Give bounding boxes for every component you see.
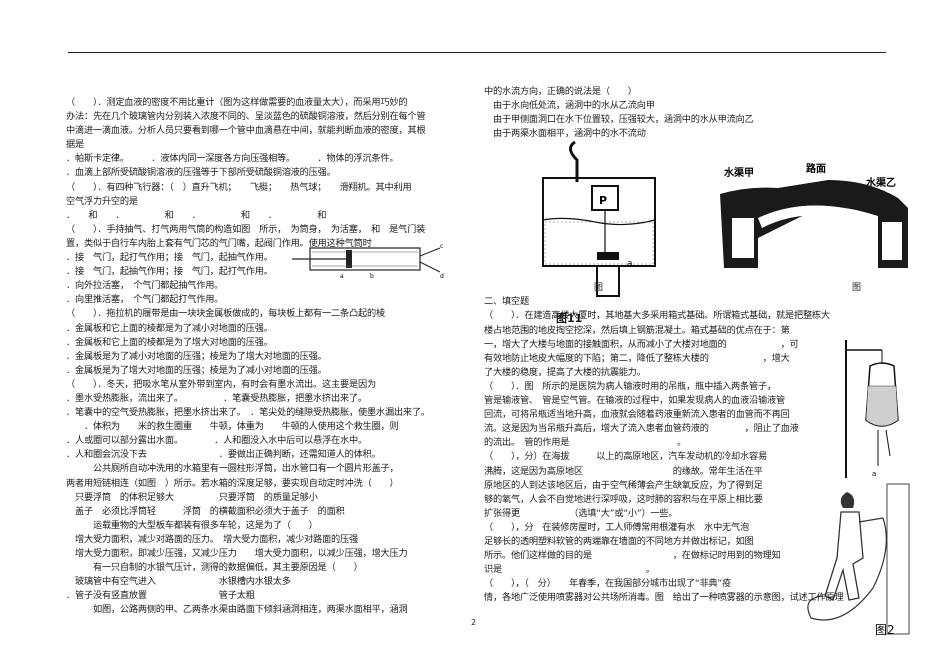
left-column-line: 有一只自制的水银气压计，测得的数据偏低，其主要原因是（ ）: [66, 562, 363, 574]
left-column-line: ．接 气门，起打气作用；接 气门，起抽气作用。: [66, 252, 273, 264]
fill-in-question-line: 原地区的人到达该地区后，由于空气稀薄会产生缺氧反应，为了得到足: [484, 479, 763, 491]
canal-b-label: 水渠乙: [865, 176, 896, 189]
outlet-label: a: [627, 259, 633, 269]
canal-figure: 水渠甲 路面 水渠乙: [720, 162, 908, 268]
fill-in-question-line: （ ），（ 分） 年春季，在我国部分城市出现了“非典”疫: [484, 578, 731, 590]
header-rule: [68, 52, 886, 53]
fill-in-question-line: 识是 。: [484, 564, 655, 576]
left-column-line: ．管子没有竖直放置 管子太粗: [66, 590, 255, 602]
left-column-line: 运载重物的大型板车都装有很多车轮，这是为了（ ）: [66, 519, 318, 531]
svg-text:d: d: [440, 273, 444, 280]
left-column-line: （ ）．有四种飞行器：（ ）直升飞机； 飞艇； 热气球； 滑翔机。其中利用: [66, 181, 412, 193]
left-column-line: ．金属板是为了增大对地面的压强；棱是为了减小对地面的压强。: [66, 364, 327, 376]
left-column: （ ）．测定血液的密度不用比重计（图为这样做需要的血液量太大），而采用巧妙的办法…: [66, 96, 471, 617]
fill-in-question-line: 了大楼的稳度，提高了大楼的抗震能力。: [484, 366, 646, 378]
fill-in-question-line: （ ）．在建造高楼大厦时，其地基大多采用箱式基础。所谓箱式基础，就是把整栋大: [484, 310, 830, 322]
fill-in-question-line: 情，各地广泛使用喷雾器对公共场所消毒。图 给出了一种喷雾器的示意图，试述工作原理: [484, 592, 844, 604]
left-column-line: ．帕斯卡定律。 ．液体内同一深度各方向压强相等。 ．物体的浮沉条件。: [66, 153, 399, 165]
fill-in-question-line: 回流，可将吊瓶适当地升高，血液就会随着药液重新流入患者的血管而不再回: [484, 409, 790, 421]
fill-in-question-line: 楼占地范围的地皮掏空挖深，然后填上钢筋混凝土。箱式基础的优点在于：第: [484, 324, 790, 336]
question-continuation-line: 中的水流方向，正确的说法是（ ）: [484, 86, 637, 97]
fill-in-question-line: （ ）．图 所示的是医院为病人输液时用的吊瓶，瓶中插入两条管子，: [484, 380, 776, 392]
fill-in-question-line: 的流出。 管的作用是 。: [484, 437, 687, 449]
left-column-line: ．血滴上部所受硫酸铜溶液的压强等于下部所受硫酸铜溶液的压强。: [66, 167, 336, 179]
svg-text:a: a: [340, 273, 344, 280]
left-column-line: ．金属板和它上面的棱都是为了增大对地面的压强。: [66, 336, 273, 348]
left-column-line: 中滴进一滴血液。分析人员只要看到哪一个管中血滴悬在中间，就能判断血液的密度，其根: [66, 125, 426, 137]
left-column-line: （ ）．冬天，把吸水笔从室外带到室内，有时会有墨水流出。这主要是因为: [66, 378, 376, 390]
fig11-label: 图11: [556, 312, 583, 325]
left-column-line: ．人或圈可以部分露出水面。 ．人和圈没入水中后可以悬浮在水中。: [66, 435, 367, 447]
svg-text:c: c: [440, 243, 443, 250]
left-column-line: ．向里推活塞， 个气门都起打气作用。: [66, 294, 224, 306]
left-column-line: ．金属板和它上面的棱都是为了减小对地面的压强。: [66, 322, 273, 334]
hose-level-figure: 图2: [807, 483, 910, 637]
left-column-line: （ ）．拖拉机的履带是由一块块金属板做成的，每块板上都有一二条凸起的棱: [66, 308, 385, 320]
left-column-line: （ ）．测定血液的密度不用比重计（图为这样做需要的血液量太大），而采用巧妙的: [66, 97, 408, 108]
question-continuation-line: 由于甲侧面洞口在水下位置较，压强较大，涵洞中的水从甲流向乙: [484, 114, 754, 126]
left-column-line: 公共厕所自动冲洗用的水箱里有一圆柱形浮筒，出水管口有一个圆片形盖子，: [66, 463, 399, 475]
left-column-line: ．金属板是为了减小对地面的压强；棱是为了增大对地面的压强。: [66, 350, 327, 362]
left-column-line: 空气浮力升空的是: [66, 195, 138, 207]
figure-caption-right: 图: [852, 283, 862, 293]
svg-text:b: b: [370, 273, 374, 280]
fill-in-question-line: 流。这是因为当吊瓶升高后，增大了流入患者血管药液的 ，阻止了血液: [484, 423, 799, 435]
road-label: 路面: [806, 162, 826, 175]
figure-caption-left: 图: [594, 283, 604, 293]
fill-in-question-line: （ ），分 在装修房屋时，工人师傅常用根灌有水 水中无气泡: [484, 521, 750, 533]
fill-in-question-line: 沸腾，这是因为高原地区 的缘故。常年生活在平: [484, 465, 763, 477]
fill-in-question-line: 所示。他们这样做的目的是 ，在做标记时用到的物理知: [484, 550, 781, 562]
left-column-line: 据是: [66, 139, 84, 151]
float-label: P: [599, 194, 607, 207]
left-column-line: ． 和 ． 和 ． 和 ． 和: [66, 209, 327, 221]
left-column-line: 两者用短链相连（如图 ）所示。若水箱的深度足够，要实现自动定时冲洗（ ）: [66, 477, 399, 489]
flush-tank-figure: P a: [542, 140, 656, 297]
page-number: 2: [471, 618, 477, 627]
iv-drip-figure: a: [845, 340, 899, 478]
left-column-line: 盖子 必须比浮筒轻 浮筒 的横截面积必须大于盖子 的面积: [66, 505, 345, 517]
fill-in-question-line: 够的氧气，人会不自觉地进行深呼吸，这时肺的容积与在平原上相比要: [484, 493, 763, 505]
left-column-line: ．笔囊中的空气受热膨胀，把墨水挤出来了。 ．笔尖处的缝隙受热膨胀，使墨水漏出来了…: [66, 407, 430, 419]
fill-in-question-line: （ ），分）在海拔 以上的高原地区，汽车发动机的冷却水容易: [484, 451, 767, 463]
fig2-label: 图2: [875, 623, 895, 637]
left-column-line: 置，类似于自行车内胎上套有气门芯的气门嘴，起阀门作用。使用这种气筒时: [66, 237, 372, 249]
question-continuation-line: 由于水向低处流，涵洞中的水从乙流向甲: [484, 100, 655, 112]
air-pump-figure: c d a b: [292, 243, 444, 280]
fill-in-question-line: 有效地防止地皮大幅度的下陷；第二，降低了整栋大楼的 ，增大: [484, 352, 790, 364]
fill-in-question-line: 扩张得更 （选填“大”或“小”）一些。: [484, 507, 678, 519]
question-continuation-line: 由于两渠水面相平，涵洞中的水不流动: [484, 128, 646, 140]
svg-text:a: a: [872, 470, 876, 478]
left-column-line: ．向外拉活塞， 个气门都起抽气作用。: [66, 280, 224, 292]
fill-in-question-line: 一，增大了大楼与地面的接触面积，从而减小了大楼对地面的 ，可: [484, 338, 799, 350]
left-column-line: ．墨水受热膨胀，流出来了。 ．笔囊受热膨胀，把墨水挤出来了。: [66, 392, 367, 404]
canal-a-label: 水渠甲: [723, 166, 754, 179]
section-title: 二、填空题: [484, 296, 529, 308]
left-column-line: 只要浮筒 的体积足够大 只要浮筒 的质量足够小: [66, 491, 318, 503]
fill-in-question-line: 足够长的透明塑料软管的两端靠在墙面的不同地方并做出标记，如图: [484, 535, 754, 547]
fill-in-question-line: 管是输液管、 管是空气管。在输液的过程中，如果发现病人的血液沿输液管: [484, 395, 785, 407]
left-column-line: ．人和圈会沉没下去 ．要做出正确判断，还需知道人的体积。: [66, 449, 381, 461]
left-column-line: （ ）．手持抽气、打气两用气筒的构造如图 所示， 为筒身， 为活塞， 和 是气门…: [66, 223, 426, 235]
left-column-line: 办法：先在几个玻璃管内分别装入浓度不同的、呈淡蓝色的硫酸铜溶液，然后分别在每个管: [66, 111, 426, 123]
left-column-line: ．体积为 米的救生圈重 牛顿，体重为 牛顿的人使用这个救生圈，则: [66, 421, 399, 433]
left-column-line: ．接 气门，起抽气作用；接 气门，起打气作用。: [66, 266, 273, 278]
left-column-line: 增大受力面积，减少对路面的压力。 增大受力面积，减少对路面的压强: [66, 533, 358, 545]
left-column-line: 增大受力面积，即减少压强，又减少压力 增大受力面积，以减少压强，增大压力: [66, 548, 408, 559]
left-column-line: 如图，公路两侧的甲、乙两条水渠由路面下倾斜涵洞相连，两渠水面相平，涵洞: [66, 604, 408, 616]
left-column-line: 玻璃管中有空气进入 水银槽内水银太多: [66, 576, 291, 588]
right-column: 中的水流方向，正确的说法是（ ） 由于水向低处流，涵洞中的水从乙流向甲 由于甲侧…: [484, 85, 884, 605]
